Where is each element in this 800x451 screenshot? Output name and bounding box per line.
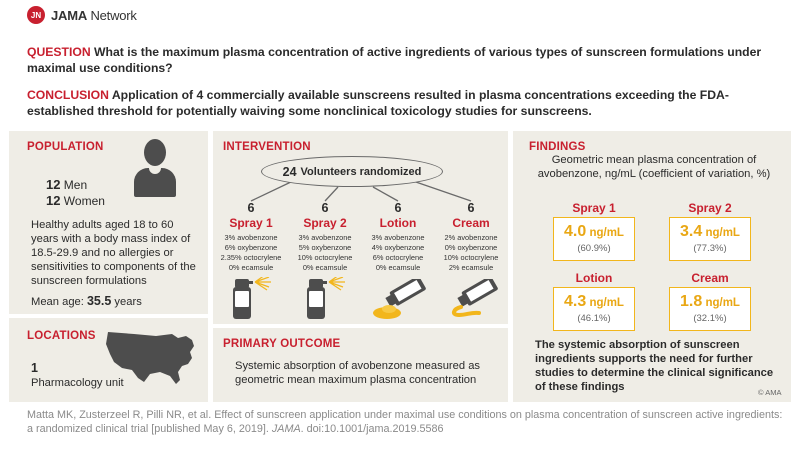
women-count: 12 Women	[46, 193, 105, 208]
result-box-cream: 1.8 ng/mL (32.1%)	[669, 287, 751, 331]
locations-panel: LOCATIONS 1 Pharmacology unit	[9, 318, 208, 402]
result-box-spray-1: 4.0 ng/mL (60.9%)	[553, 217, 635, 261]
result-name-cream: Cream	[691, 271, 729, 285]
randomization-arms	[250, 180, 472, 202]
header: JN JAMA Network	[0, 0, 800, 30]
findings-subtitle: Geometric mean plasma concentration of a…	[537, 154, 771, 180]
result-name-lotion: Lotion	[575, 271, 613, 285]
result-box-lotion: 4.3 ng/mL (46.1%)	[553, 287, 635, 331]
person-icon	[134, 139, 176, 197]
locations-label: Pharmacology unit	[31, 377, 124, 389]
primary-outcome-title: PRIMARY OUTCOME	[223, 338, 341, 350]
us-map-icon	[106, 332, 194, 384]
population-description: Healthy adults aged 18 to 60 years with …	[31, 219, 196, 287]
population-title: POPULATION	[27, 141, 104, 153]
population-panel: POPULATION 12 Men 12 Women Healthy adult…	[9, 131, 208, 314]
spray-bottle-icon	[307, 277, 345, 319]
brand-name: JAMA Network	[51, 7, 137, 23]
findings-summary: The systemic absorption of sunscreen ing…	[535, 339, 774, 393]
result-name-spray-1: Spray 1	[572, 201, 616, 215]
primary-outcome-panel: PRIMARY OUTCOME Systemic absorption of a…	[213, 328, 508, 402]
findings-panel: FINDINGS Geometric mean plasma concentra…	[513, 131, 791, 402]
citation: Matta MK, Zusterzeel R, Pilli NR, et al.…	[27, 409, 783, 435]
result-box-spray-2: 3.4 ng/mL (77.3%)	[669, 217, 751, 261]
conclusion: CONCLUSION Application of 4 commercially…	[27, 88, 729, 118]
primary-outcome-text: Systemic absorption of avobenzone measur…	[235, 360, 481, 386]
locations-count: 1	[31, 361, 38, 375]
lotion-tube-icon	[373, 279, 426, 319]
copyright: © AMA	[758, 388, 782, 397]
locations-title: LOCATIONS	[27, 330, 96, 342]
men-count: 12 Men	[46, 177, 88, 192]
findings-title: FINDINGS	[529, 141, 586, 153]
question: QUESTION What is the maximum plasma conc…	[27, 45, 762, 75]
intervention-title: INTERVENTION	[223, 141, 311, 153]
mean-age: Mean age: 35.5 years	[31, 294, 142, 308]
cream-tube-icon	[452, 279, 498, 318]
jama-logo-icon: JN	[27, 6, 45, 24]
result-name-spray-2: Spray 2	[688, 201, 732, 215]
spray-bottle-icon	[233, 277, 271, 319]
